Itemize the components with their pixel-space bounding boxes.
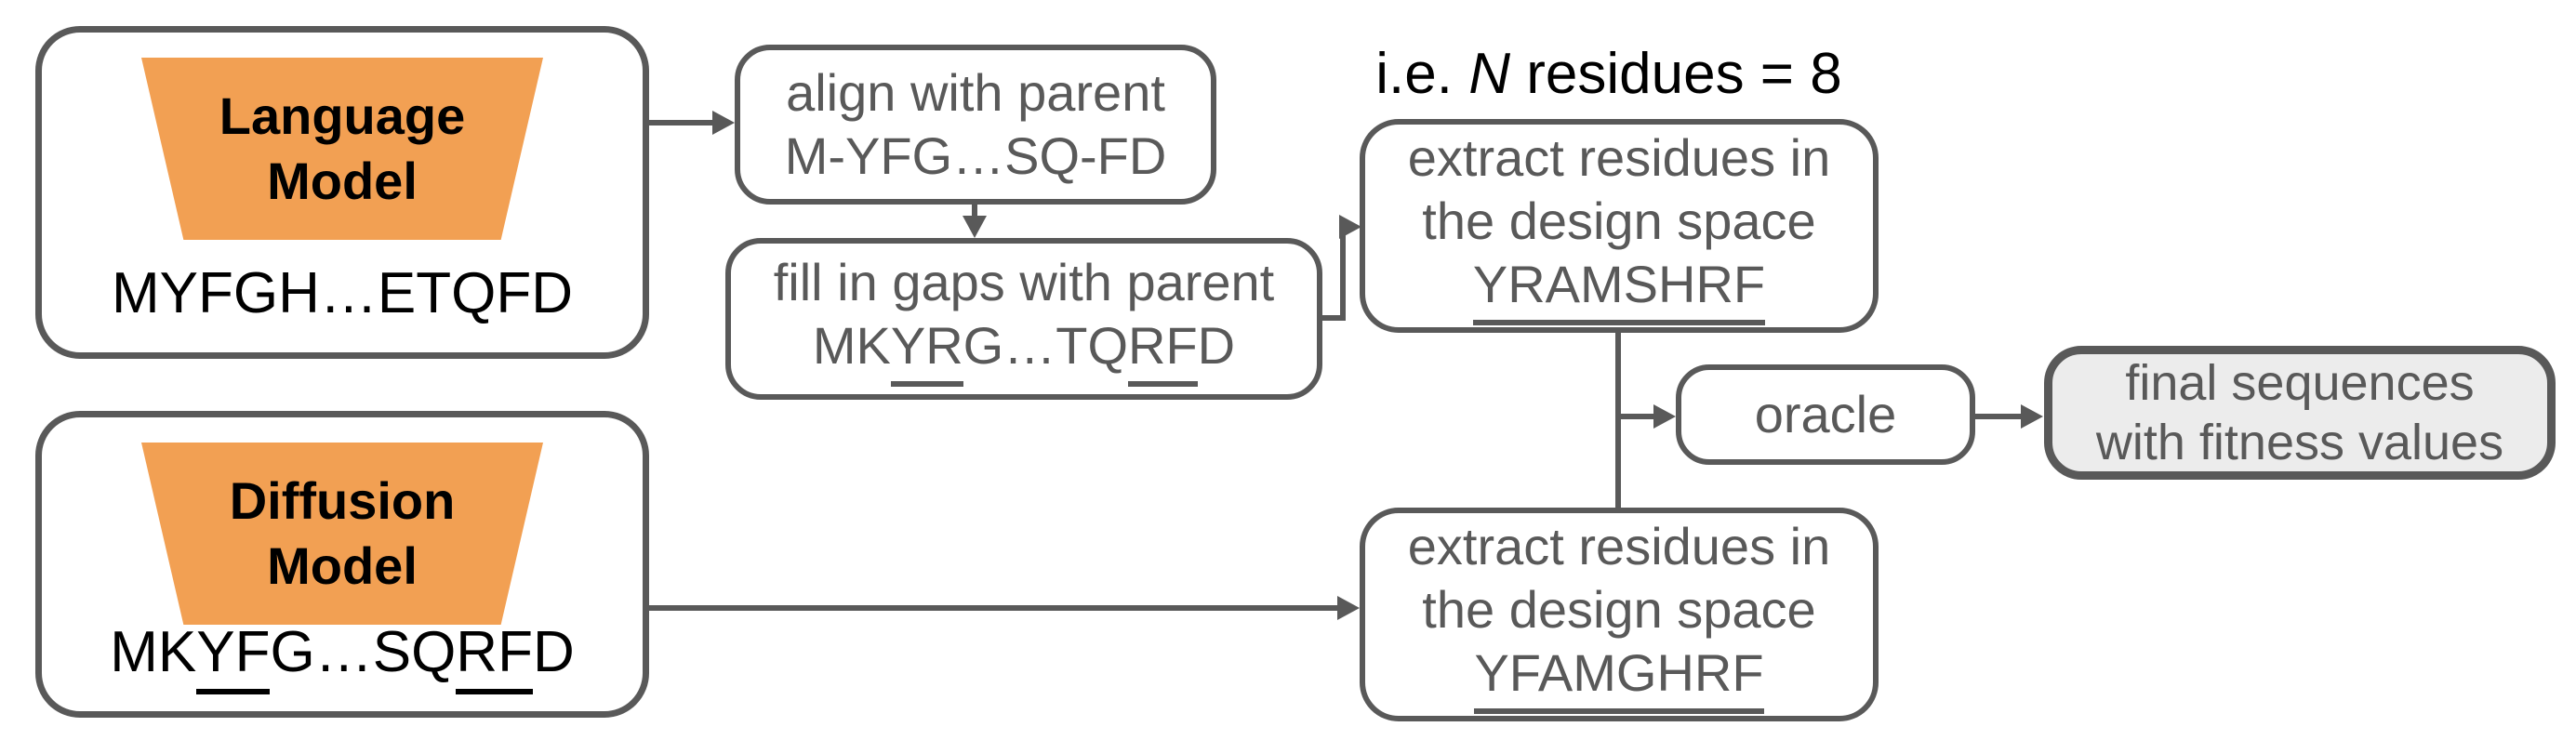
extract-top-sequence: YRAMSHRF [1472,253,1766,325]
sequence-segment-underlined: YF [196,619,271,694]
connector-oracle-to-final [1975,414,2024,419]
connector-lm-to-align [649,120,712,126]
n-residues-annotation: i.e. N residues = 8 [1348,41,1869,107]
sequence-segment: G…TQ [963,316,1128,375]
sequence-segment-underlined: RF [1128,314,1198,387]
connector-fill-to-extract-v [1340,224,1346,321]
diffusion-model-label-line1: Diffusion [229,471,456,530]
extract-bottom-line2: the design space [1422,580,1816,639]
annotation-prefix: i.e. [1375,42,1469,106]
language-model-trapezoid: Language Model [141,58,543,240]
arrowhead-dm-to-extract-bottom [1337,596,1360,620]
annotation-suffix: residues = 8 [1510,42,1842,106]
extract-bottom-line1: extract residues in [1407,517,1831,575]
sequence-segment: MK [812,316,891,375]
align-with-parent-box: align with parent M-YFG…SQ-FD [735,45,1216,205]
final-sequences-line2: with fitness values [2095,415,2504,470]
extract-residues-top-box: extract residues in the design space YRA… [1360,119,1879,333]
oracle-label: oracle [1754,385,1897,443]
extract-residues-bottom-box: extract residues in the design space YFA… [1360,508,1879,721]
arrowhead-lm-to-align [712,111,735,135]
arrowhead-fill-to-extract [1339,215,1361,239]
sequence-segment: MK [110,620,197,684]
fill-in-gaps-sequence: MKYRG…TQRFD [813,314,1235,387]
fill-in-gaps-box: fill in gaps with parent MKYRG…TQRFD [725,238,1322,400]
language-model-label-line1: Language [219,86,466,145]
language-model-box: Language Model MYFGH…ETQFD [35,26,649,359]
extract-top-line1: extract residues in [1407,128,1831,187]
connector-extract-top-to-bottom [1615,333,1621,508]
fill-in-gaps-label: fill in gaps with parent [773,253,1275,311]
diffusion-model-sequence: MKYFG…SQRFD [42,619,643,694]
sequence-segment: D [532,620,575,684]
align-with-parent-sequence: M-YFG…SQ-FD [785,125,1167,188]
diffusion-model-trapezoid: Diffusion Model [141,443,543,625]
sequence-segment: G…SQ [270,620,457,684]
annotation-variable-n: N [1468,42,1510,106]
connector-branch-to-oracle [1615,414,1656,419]
connector-align-to-fill [972,205,977,218]
final-sequences-box: final sequences with fitness values [2044,346,2556,480]
sequence-segment-underlined: YR [890,314,963,387]
language-model-label-line2: Model [267,152,418,210]
oracle-box: oracle [1676,364,1975,465]
extract-top-line2: the design space [1422,192,1816,250]
sequence-segment: MYFGH…ETQFD [112,261,573,325]
extract-bottom-sequence: YFAMGHRF [1474,641,1764,714]
sequence-segment-underlined: RF [456,619,533,694]
sequence-segment-underlined: YRAMSHRF [1472,253,1766,325]
arrowhead-align-to-fill [963,216,987,238]
diffusion-model-label-line2: Model [267,536,418,595]
sequence-segment-underlined: YFAMGHRF [1474,641,1764,714]
connector-fill-to-extract-h1 [1322,315,1346,321]
final-sequences-line1: final sequences [2125,355,2475,411]
language-model-sequence: MYFGH…ETQFD [42,260,643,326]
arrowhead-to-final [2021,404,2043,429]
sequence-segment: M-YFG…SQ-FD [784,126,1167,185]
arrowhead-to-oracle [1653,404,1676,429]
diffusion-model-box: Diffusion Model MKYFG…SQRFD [35,411,649,718]
sequence-segment: D [1197,316,1236,375]
connector-dm-to-extract-bottom [649,605,1337,611]
align-with-parent-label: align with parent [786,63,1165,122]
